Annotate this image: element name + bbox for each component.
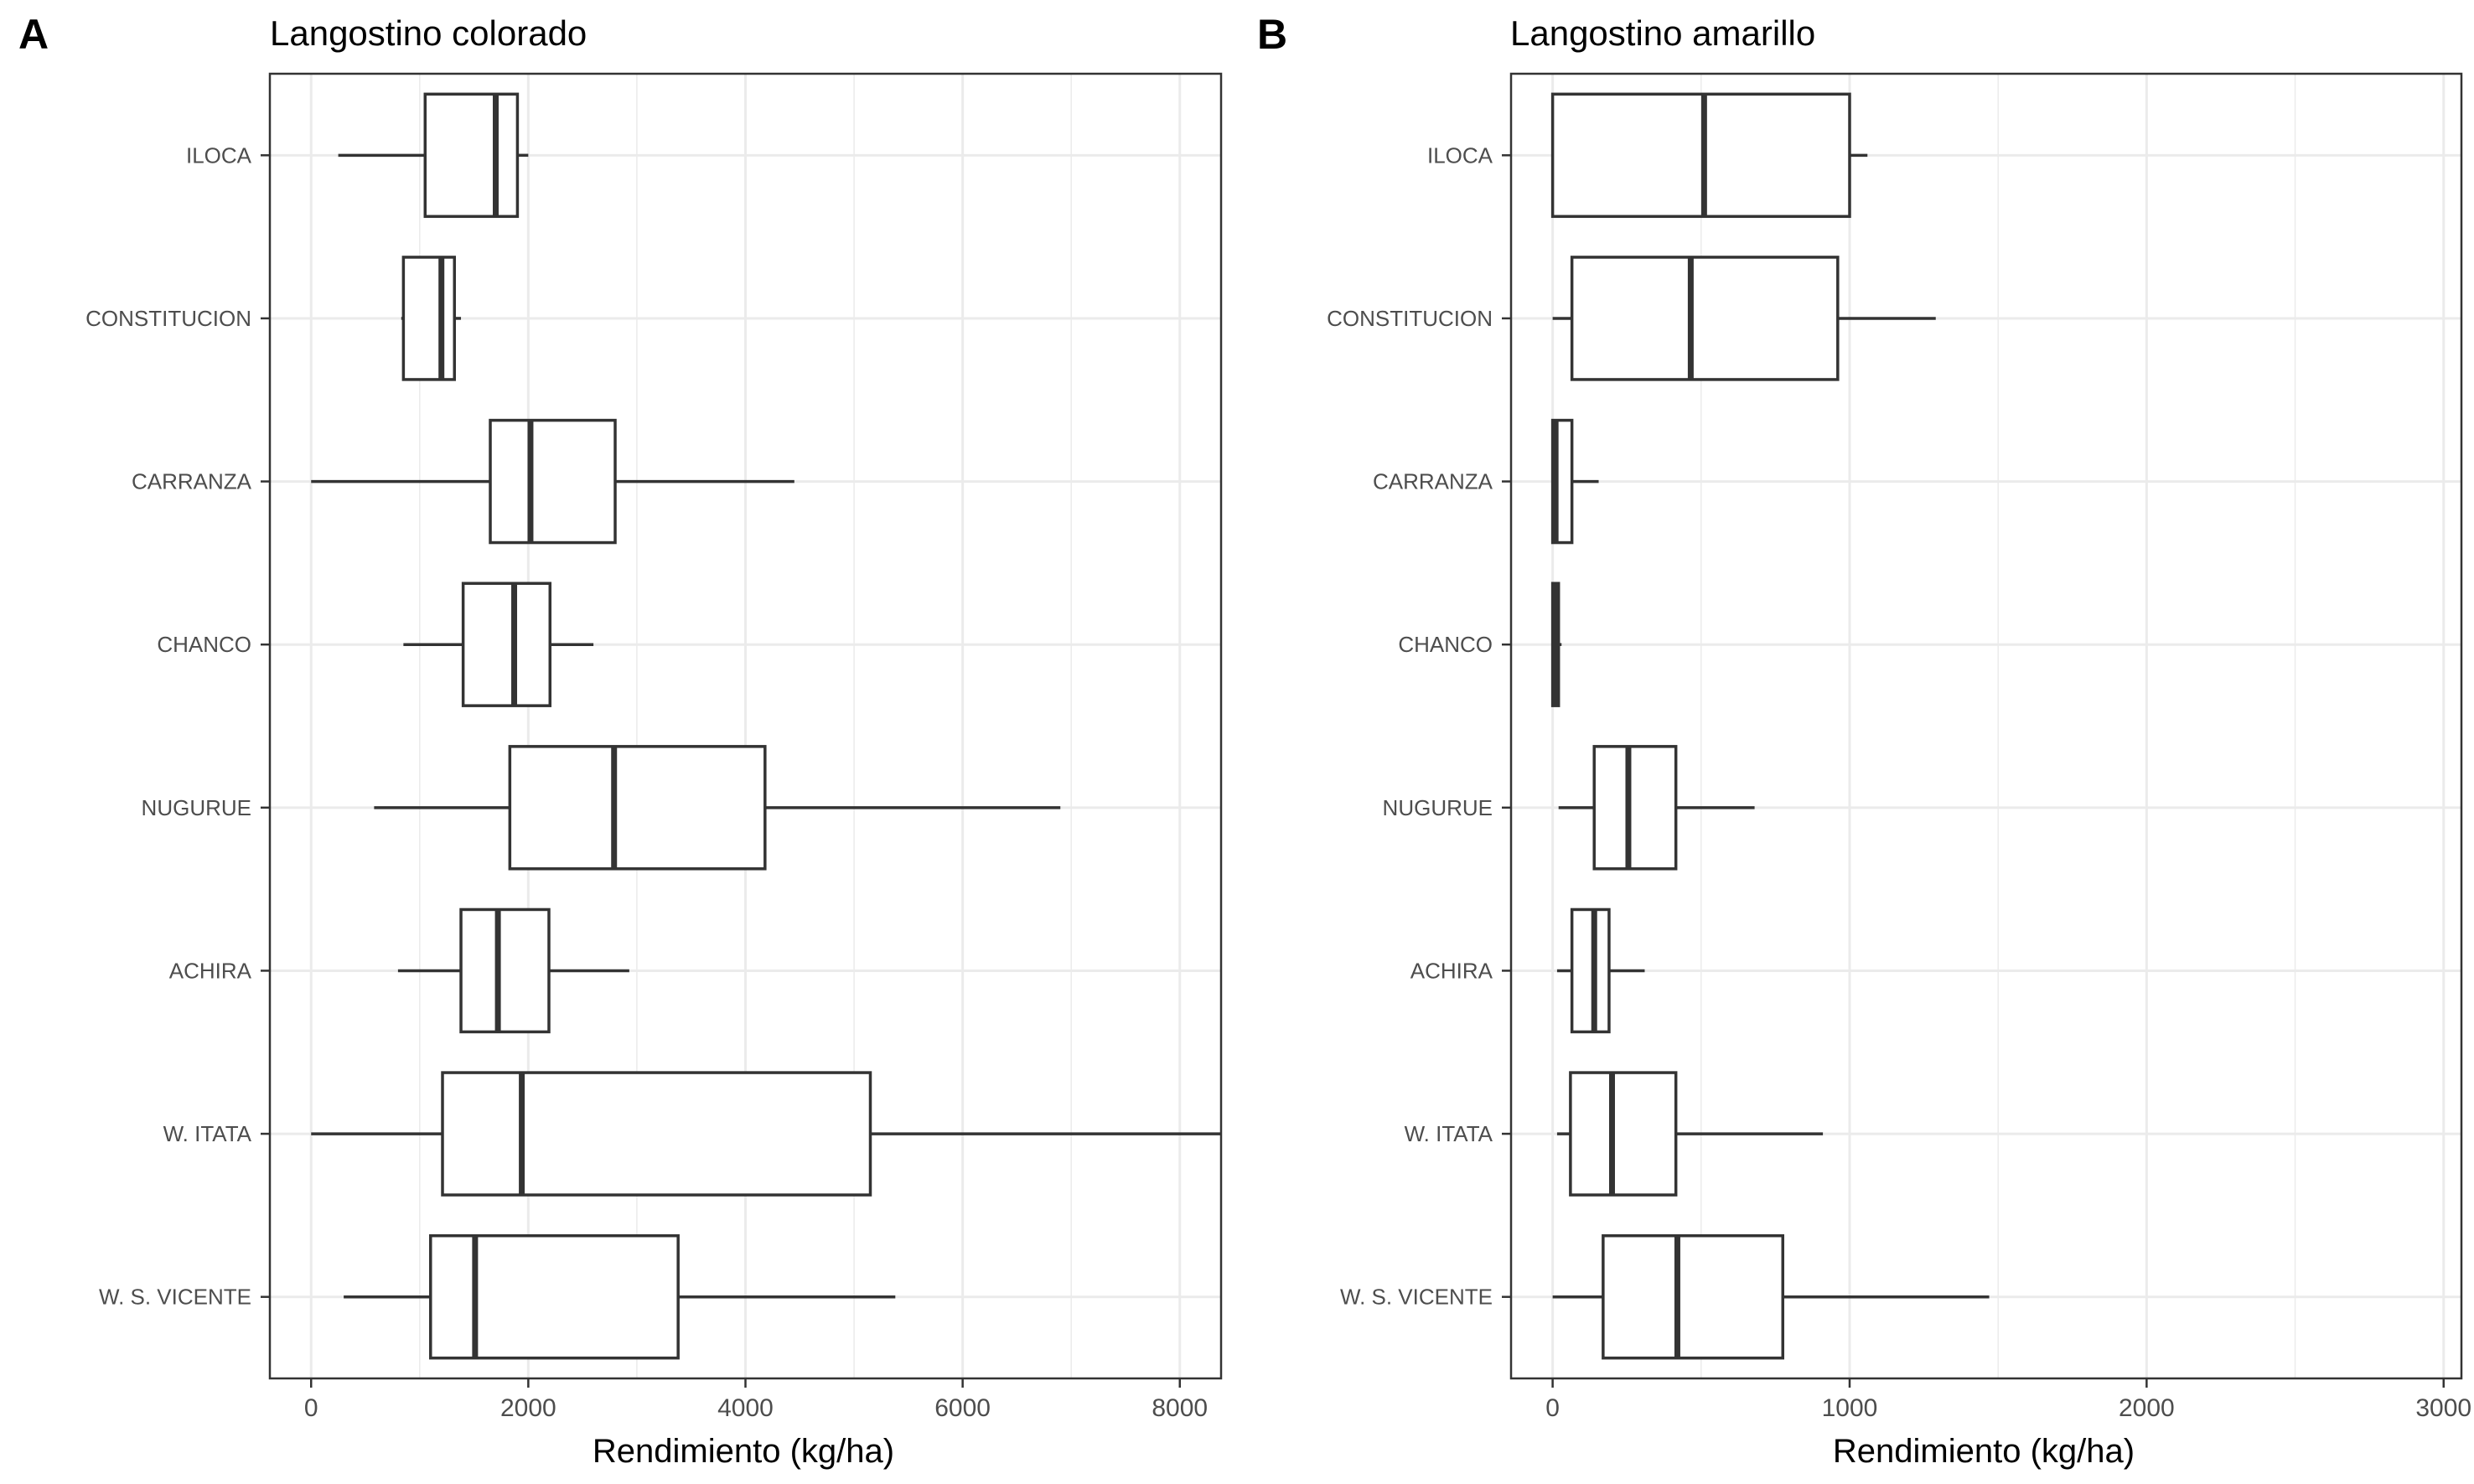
panel-a-box	[397, 907, 629, 1034]
panel-a-iqr-box	[508, 745, 767, 871]
panel-b-iqr-box	[1569, 1071, 1678, 1197]
panel-b-box	[1556, 1071, 1824, 1197]
panel-a-iqr-box	[459, 907, 551, 1034]
panel-b-box	[1550, 582, 1562, 707]
panel-b-iqr-box	[1570, 907, 1611, 1034]
panel-a-title: Langostino colorado	[270, 13, 587, 53]
panel-a-y-tick-label: CHANCO	[157, 632, 251, 657]
panel-a-plot: ILOCA CONSTITUCION CARRANZA CHANCO NUGURUE AC…	[85, 72, 1223, 1422]
panel-a-y-tick-label: CONSTITUCION	[85, 306, 251, 331]
panel-a-box	[311, 1071, 1221, 1197]
panel-a-y-tick-label: ACHIRA	[169, 958, 252, 983]
panel-a-iqr-box	[489, 418, 617, 545]
panel-a-x-tick-label: 6000	[934, 1394, 991, 1422]
panel-b-y-tick-label: CONSTITUCION	[1327, 306, 1493, 331]
panel-a-y-tick-label: ILOCA	[186, 142, 252, 168]
panel-b-letter: B	[1257, 11, 1287, 58]
panel-b-y-tick-label: W. ITATA	[1405, 1121, 1493, 1146]
panel-a-box	[374, 745, 1061, 871]
panel-b-x-tick-label: 1000	[1822, 1394, 1878, 1422]
panel-a-x-tick-label: 2000	[500, 1394, 556, 1422]
panel-a-x-tick-label: 8000	[1152, 1394, 1208, 1422]
panel-a-y-tick-label: W. ITATA	[163, 1121, 252, 1146]
panel-a-x-tick-label: 0	[304, 1394, 318, 1422]
panel-b-title: Langostino amarillo	[1510, 13, 1815, 53]
panel-b-box	[1550, 92, 1868, 219]
panel-b-y-tick-label: CHANCO	[1398, 632, 1493, 657]
panel-a-box	[403, 582, 594, 707]
panel-b-box	[1558, 745, 1755, 871]
panel-a-box	[401, 256, 462, 381]
panel-a: A Langostino colorado ILOCA CONSTITUCION C…	[18, 11, 1223, 1470]
panel-a-y-tick-label: CARRANZA	[132, 469, 252, 494]
panel-b-y-tick-label: ILOCA	[1427, 142, 1493, 168]
panel-a-y-tick-label: W. S. VICENTE	[99, 1285, 251, 1310]
panel-a-iqr-box	[461, 582, 552, 707]
panel-a-x-axis-title: Rendimiento (kg/ha)	[593, 1433, 894, 1470]
panel-a-x-tick-label: 4000	[717, 1394, 774, 1422]
panel-b-x-tick-label: 3000	[2415, 1394, 2471, 1422]
panel-b-box	[1552, 1233, 1990, 1360]
panel-b-box	[1552, 256, 1936, 381]
panel-a-y-tick-label: NUGURUE	[142, 795, 251, 820]
panel-a-iqr-box	[423, 92, 520, 219]
panel-a-iqr-box	[429, 1233, 680, 1360]
panel-b-x-tick-label: 2000	[2119, 1394, 2175, 1422]
panel-a-box	[311, 418, 794, 545]
panel-b-iqr-box	[1550, 92, 1851, 219]
panel-b-y-tick-label: NUGURUE	[1383, 795, 1493, 820]
panel-a-iqr-box	[441, 1071, 872, 1197]
panel-b-panel-border	[1509, 72, 2463, 1380]
panel-b-iqr-box	[1570, 256, 1840, 381]
panel-b-x-axis-title: Rendimiento (kg/ha)	[1833, 1433, 2135, 1470]
panel-b-y-tick-label: W. S. VICENTE	[1340, 1285, 1493, 1310]
panel-b-box	[1556, 907, 1645, 1034]
panel-b-plot: ILOCA CONSTITUCION CARRANZA CHANCO NUGURUE AC…	[1327, 72, 2471, 1422]
panel-b-x-tick-label: 0	[1545, 1394, 1560, 1422]
panel-a-iqr-box	[401, 256, 457, 381]
panel-a-letter: A	[18, 11, 49, 58]
panel-b-iqr-box	[1602, 1233, 1785, 1360]
panel-b-y-tick-label: ACHIRA	[1410, 958, 1493, 983]
panel-b-box	[1550, 418, 1599, 545]
panel-b-y-tick-label: CARRANZA	[1373, 469, 1493, 494]
panel-a-box	[344, 1233, 896, 1360]
panel-a-box	[338, 92, 529, 219]
panel-b: B Langostino amarillo ILOCA CONSTITUCION C…	[1257, 11, 2471, 1470]
panel-b-iqr-box	[1592, 745, 1678, 871]
